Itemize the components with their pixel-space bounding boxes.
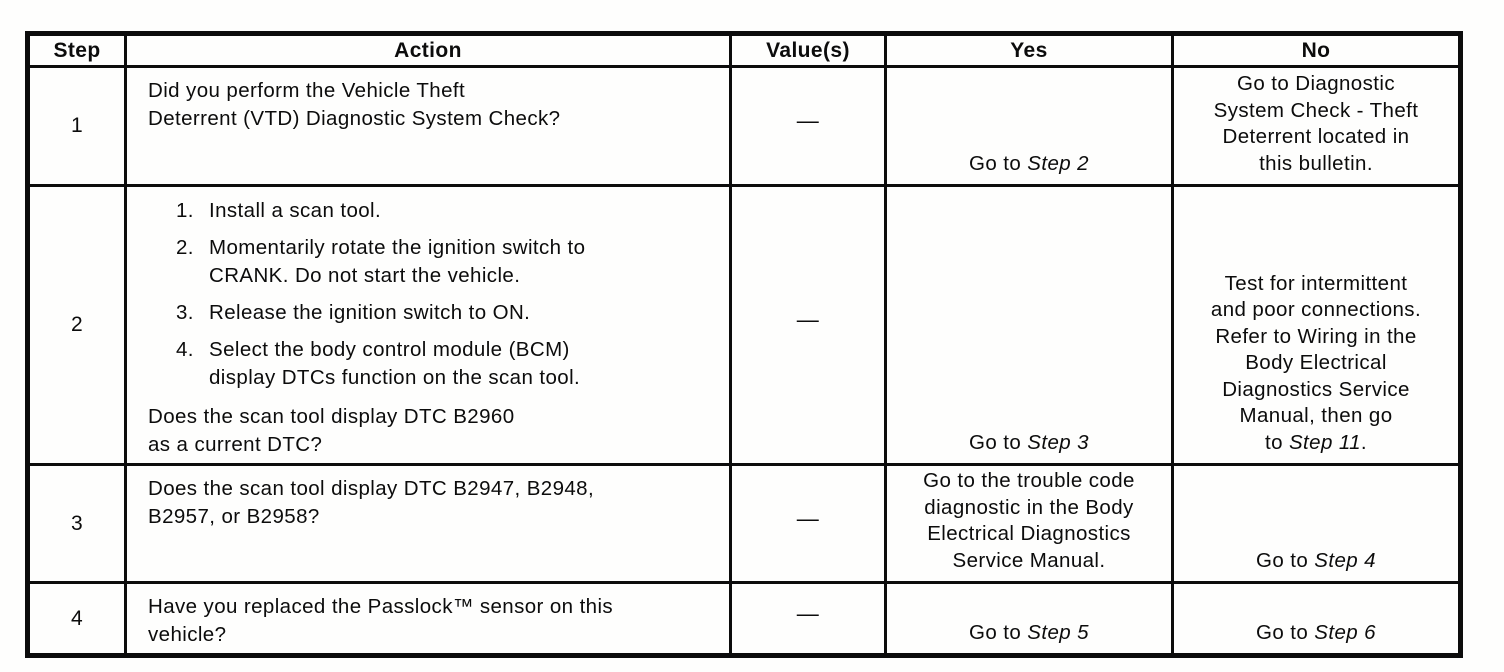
go-to-text: Go to bbox=[1256, 620, 1315, 644]
value-cell: — bbox=[729, 65, 887, 187]
list-item-text: Momentarily rotate the ignition switch t… bbox=[209, 236, 586, 287]
go-to-text: Go to bbox=[969, 430, 1028, 454]
table-row-step-2: 2 1. Install a scan tool. 2. Momentarily r… bbox=[26, 184, 1462, 466]
yes-cell: Go to Step 3 bbox=[884, 184, 1174, 466]
list-item-number: 3. bbox=[176, 301, 194, 324]
list-item: 1. Install a scan tool. bbox=[176, 197, 715, 225]
no-cell: Go to Step 4 bbox=[1171, 463, 1462, 584]
list-item-text: Install a scan tool. bbox=[209, 199, 382, 222]
action-cell: Have you replaced the Passlock™ sensor o… bbox=[124, 581, 732, 657]
go-to-text: Go to bbox=[1256, 548, 1315, 572]
step-reference: Step 2 bbox=[1027, 151, 1089, 175]
list-item-number: 4. bbox=[176, 338, 194, 361]
step-number: 3 bbox=[26, 463, 127, 584]
column-header-step: Step bbox=[26, 32, 127, 68]
value-cell: — bbox=[729, 184, 887, 466]
action-question: Did you perform the Vehicle Theft Deterr… bbox=[148, 79, 561, 130]
suffix-text: . bbox=[1360, 430, 1368, 454]
list-item-text: Release the ignition switch to ON. bbox=[209, 301, 531, 324]
table-row-step-3: 3 Does the scan tool display DTC B2947, … bbox=[26, 463, 1462, 584]
list-item: 4. Select the body control module (BCM) d… bbox=[176, 336, 715, 392]
column-header-no: No bbox=[1171, 32, 1462, 68]
action-question: Does the scan tool display DTC B2947, B2… bbox=[148, 477, 595, 528]
yes-cell: Go to Step 2 bbox=[884, 65, 1174, 187]
action-cell: 1. Install a scan tool. 2. Momentarily rot… bbox=[124, 184, 732, 466]
action-cell: Does the scan tool display DTC B2947, B2… bbox=[124, 463, 732, 584]
step-reference: Step 11 bbox=[1288, 430, 1361, 454]
step-number: 1 bbox=[26, 65, 127, 187]
no-cell: Go to Diagnostic System Check - Theft De… bbox=[1171, 65, 1462, 187]
no-cell: Test for intermittent and poor connectio… bbox=[1171, 184, 1462, 466]
table-row-step-1: 1 Did you perform the Vehicle Theft Dete… bbox=[26, 65, 1462, 187]
go-to-text: Go to Diagnostic System Check - Theft De… bbox=[1213, 72, 1419, 175]
step-number: 4 bbox=[26, 581, 127, 657]
yes-cell: Go to Step 5 bbox=[884, 581, 1174, 657]
action-numbered-list: 1. Install a scan tool. 2. Momentarily rot… bbox=[176, 197, 715, 392]
step-reference: Step 6 bbox=[1314, 620, 1376, 644]
header-row: Step Action Value(s) Yes No bbox=[26, 32, 1462, 68]
action-question: Have you replaced the Passlock™ sensor o… bbox=[148, 595, 614, 646]
list-item: 3. Release the ignition switch to ON. bbox=[176, 299, 715, 327]
action-question: Does the scan tool display DTC B2960 as … bbox=[148, 405, 515, 456]
list-item: 2. Momentarily rotate the ignition switch… bbox=[176, 234, 715, 290]
column-header-yes: Yes bbox=[884, 32, 1174, 68]
step-reference: Step 4 bbox=[1314, 548, 1376, 572]
step-number: 2 bbox=[26, 184, 127, 466]
value-cell: — bbox=[729, 581, 887, 657]
list-item-text: Select the body control module (BCM) dis… bbox=[209, 338, 581, 389]
go-to-text: Go to the trouble code diagnostic in the… bbox=[923, 469, 1135, 572]
action-cell: Did you perform the Vehicle Theft Deterr… bbox=[124, 65, 732, 187]
list-item-number: 1. bbox=[176, 199, 194, 222]
yes-cell: Go to the trouble code diagnostic in the… bbox=[884, 463, 1174, 584]
no-cell: Go to Step 6 bbox=[1171, 581, 1462, 657]
value-cell: — bbox=[729, 463, 887, 584]
go-to-text: Go to bbox=[969, 151, 1028, 175]
column-header-values: Value(s) bbox=[729, 32, 887, 68]
go-to-text: Go to bbox=[969, 620, 1028, 644]
step-reference: Step 3 bbox=[1027, 430, 1089, 454]
step-reference: Step 5 bbox=[1027, 620, 1089, 644]
column-header-action: Action bbox=[124, 32, 732, 68]
go-to-text: Test for intermittent and poor connectio… bbox=[1210, 271, 1422, 454]
table-row-step-4: 4 Have you replaced the Passlock™ sensor… bbox=[26, 581, 1462, 657]
diagnostic-table: Step Action Value(s) Yes No 1 Did you pe… bbox=[25, 31, 1463, 658]
list-item-number: 2. bbox=[176, 236, 194, 259]
